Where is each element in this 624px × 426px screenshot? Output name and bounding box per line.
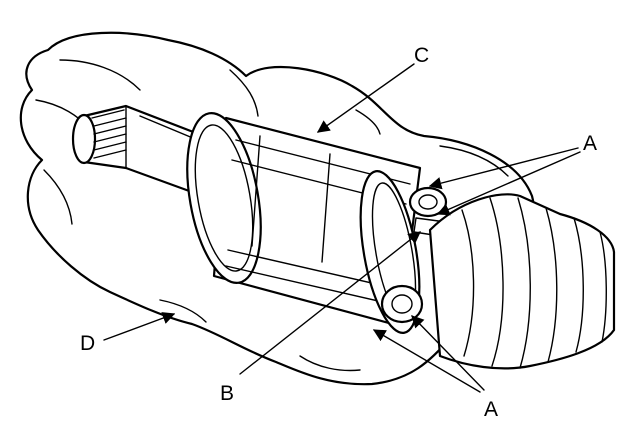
leader-c [316, 63, 415, 133]
towel-fold-8 [299, 355, 361, 372]
leader-lines [103, 63, 581, 393]
label-d: D [80, 332, 95, 355]
label-a-top: A [583, 132, 597, 155]
stub-shaft [71, 104, 216, 202]
label-c: C [414, 44, 429, 67]
label-b: B [220, 382, 234, 405]
towel-fold-5 [355, 109, 381, 135]
leader-a-bottom-1 [372, 329, 481, 393]
label-a-bottom: A [484, 398, 498, 421]
towel-fold-1 [59, 59, 141, 91]
leader-b [239, 231, 421, 375]
leader-a-top-1 [428, 147, 579, 190]
leader-a-top-2 [436, 151, 581, 216]
outer-race-housing [186, 112, 422, 334]
towel-fold-4 [229, 69, 259, 117]
leader-a-bottom-2 [411, 315, 485, 391]
cv-boot [428, 193, 616, 370]
towel-fold-6 [439, 145, 509, 177]
towel-fold-3 [43, 169, 73, 225]
leader-d [103, 312, 176, 341]
towel-fold-7 [159, 299, 207, 323]
